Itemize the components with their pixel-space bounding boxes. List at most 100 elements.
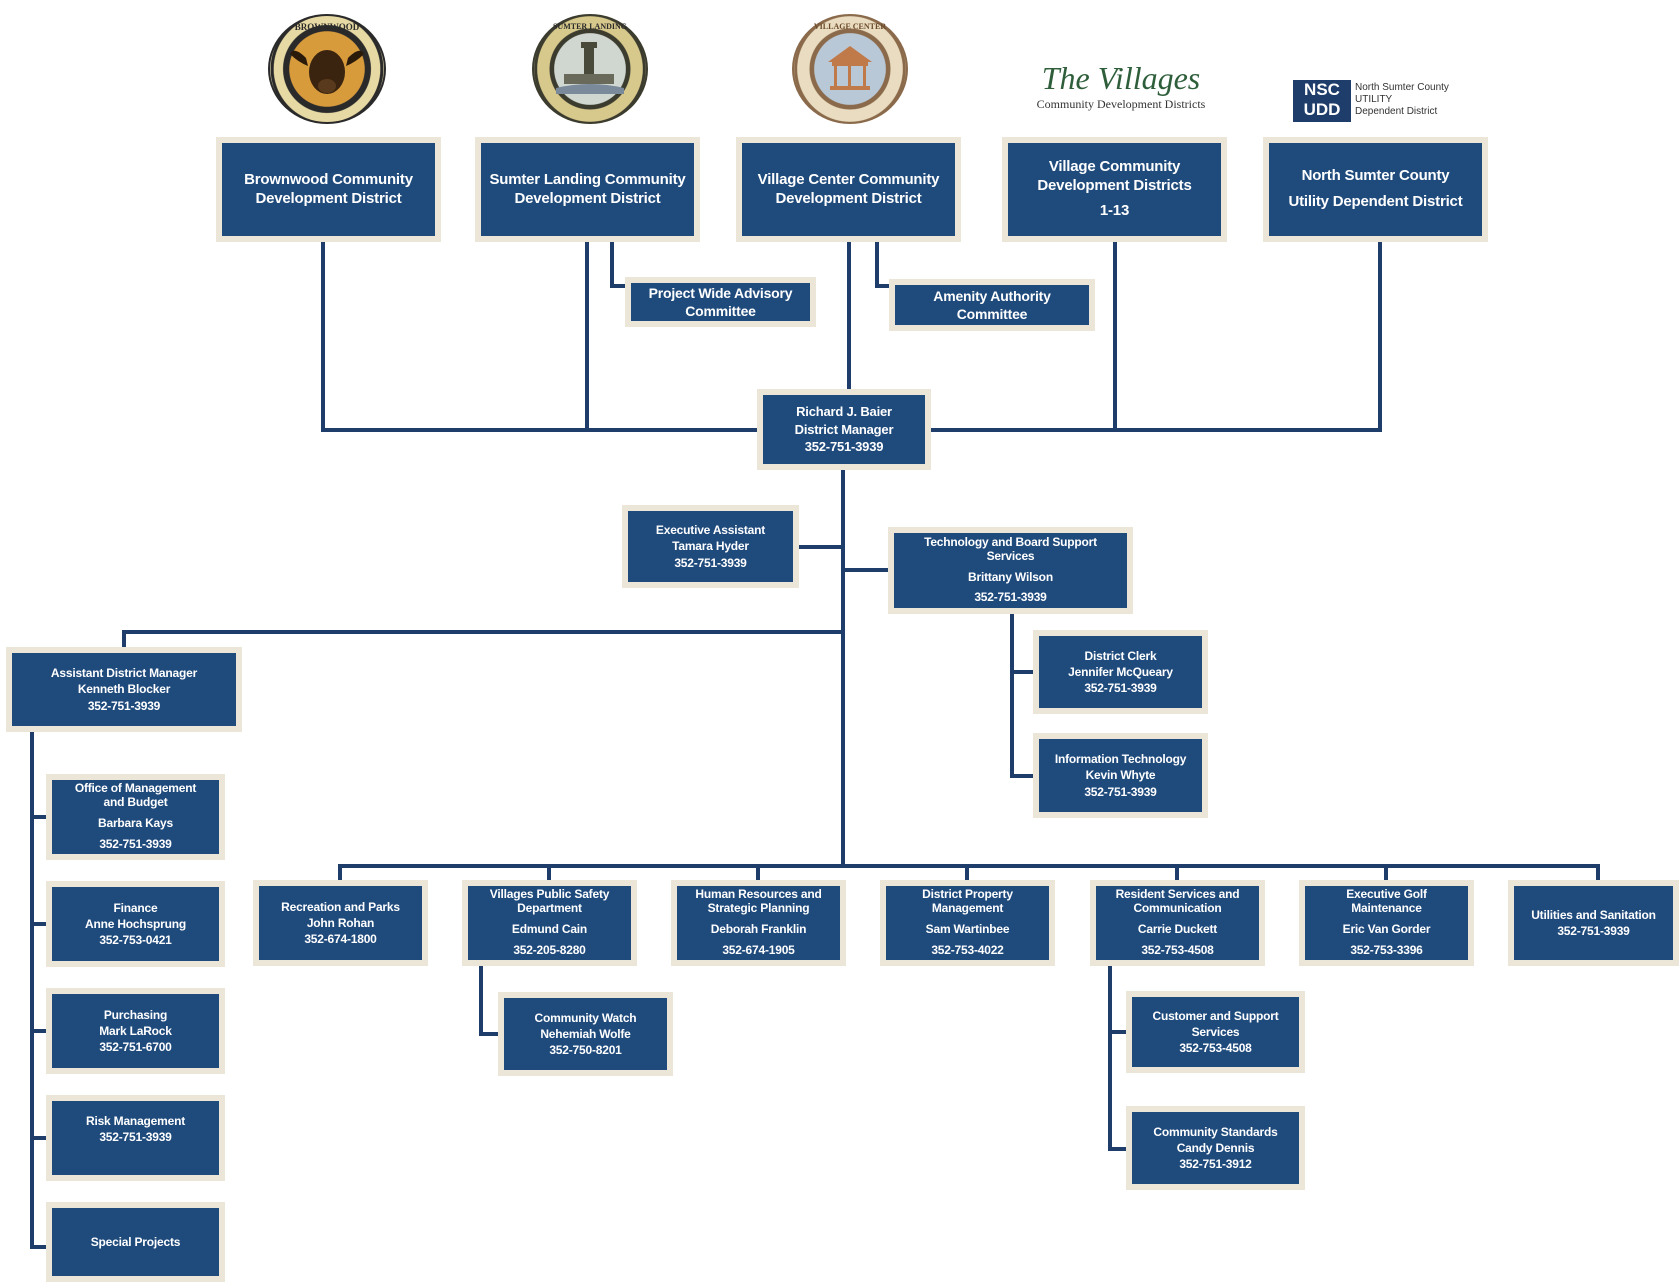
the-villages-logo: The Villages Community Development Distr… bbox=[1010, 62, 1232, 112]
district-label: 1-13 bbox=[1099, 202, 1130, 220]
position-title: Maintenance bbox=[1351, 901, 1422, 916]
utilities-and-sanitation-box[interactable]: Utilities and Sanitation 352-751-3939 bbox=[1508, 880, 1679, 966]
special-projects-box[interactable]: Special Projects bbox=[46, 1202, 225, 1282]
district-clerk-box[interactable]: District Clerk Jennifer McQueary 352-751… bbox=[1033, 630, 1208, 714]
phone-number: 352-750-8201 bbox=[549, 1043, 622, 1058]
district-label: Village Community bbox=[1048, 157, 1181, 175]
phone-number: 352-751-3939 bbox=[1084, 784, 1157, 799]
phone-number: 352-751-3939 bbox=[99, 1130, 172, 1145]
position-title: Community Watch bbox=[534, 1010, 637, 1025]
manager-phone: 352-751-3939 bbox=[804, 439, 884, 455]
district-label: Utility Dependent District bbox=[1288, 193, 1463, 210]
nscudd-logo-icon: NSC UDD bbox=[1293, 80, 1351, 122]
recreation-and-parks-box[interactable]: Recreation and Parks John Rohan 352-674-… bbox=[253, 880, 428, 966]
community-watch-box[interactable]: Community Watch Nehemiah Wolfe 352-750-8… bbox=[498, 992, 673, 1076]
position-title: Recreation and Parks bbox=[281, 899, 400, 914]
project-wide-advisory-committee-box[interactable]: Project Wide Advisory Committee bbox=[625, 277, 816, 327]
nscudd-name-3: Dependent District bbox=[1355, 106, 1438, 117]
phone-number: 352-751-3939 bbox=[974, 590, 1047, 605]
finance-box[interactable]: Finance Anne Hochsprung 352-753-0421 bbox=[46, 881, 225, 967]
manager-title: District Manager bbox=[794, 421, 894, 437]
position-title: Special Projects bbox=[90, 1234, 181, 1249]
district-label: Brownwood Community bbox=[244, 170, 413, 188]
district-label: North Sumter County bbox=[1301, 167, 1450, 185]
person-name: Candy Dennis bbox=[1176, 1140, 1255, 1155]
district-manager-box[interactable]: Richard J. Baier District Manager 352-75… bbox=[757, 389, 931, 470]
position-title: Management bbox=[931, 901, 1004, 916]
position-title: Resident Services and bbox=[1115, 887, 1240, 902]
person-name: Carrie Duckett bbox=[1137, 922, 1218, 936]
position-title: Assistant District Manager bbox=[50, 666, 198, 681]
brownwood-seal-icon: BROWNWOOD bbox=[268, 14, 386, 124]
gazebo-icon bbox=[828, 46, 872, 90]
position-title: Department bbox=[517, 901, 582, 916]
phone-number: 352-674-1800 bbox=[304, 932, 377, 947]
district-box-village-community[interactable]: Village Community Development Districts … bbox=[1002, 137, 1227, 242]
the-villages-sub: Community Development Districts bbox=[1036, 97, 1206, 111]
office-of-management-and-budget-box[interactable]: Office of Management and Budget Barbara … bbox=[46, 774, 225, 860]
position-title: Technology and Board Support bbox=[924, 534, 1097, 549]
district-box-brownwood[interactable]: Brownwood Community Development District bbox=[216, 137, 441, 242]
person-name: Edmund Cain bbox=[511, 922, 588, 936]
district-box-sumter-landing[interactable]: Sumter Landing Community Development Dis… bbox=[475, 137, 700, 242]
position-title: Services bbox=[986, 548, 1035, 563]
position-title: Community Standards bbox=[1153, 1124, 1278, 1139]
sumter-landing-seal-icon: SUMTER LANDING bbox=[532, 14, 648, 124]
person-name: Deborah Franklin bbox=[710, 922, 807, 936]
nscudd-abbr-bottom: UDD bbox=[1303, 100, 1341, 119]
position-title: Risk Management bbox=[85, 1114, 186, 1128]
district-label: Development District bbox=[775, 189, 922, 207]
executive-golf-maintenance-box[interactable]: Executive Golf Maintenance Eric Van Gord… bbox=[1299, 880, 1474, 966]
district-label: Development District bbox=[255, 189, 402, 207]
phone-number: 352-753-4022 bbox=[931, 942, 1004, 957]
nscudd-abbr-top: NSC bbox=[1304, 80, 1340, 99]
the-villages-name: The Villages bbox=[1041, 60, 1201, 96]
phone-number: 352-753-3396 bbox=[1350, 942, 1423, 957]
district-box-village-center[interactable]: Village Center Community Development Dis… bbox=[736, 137, 961, 242]
amenity-authority-committee-box[interactable]: Amenity Authority Committee bbox=[889, 279, 1095, 331]
committee-label: Committee bbox=[685, 303, 756, 319]
person-name: Brittany Wilson bbox=[968, 569, 1053, 584]
information-technology-box[interactable]: Information Technology Kevin Whyte 352-7… bbox=[1033, 733, 1208, 818]
person-name: Tamara Hyder bbox=[672, 539, 749, 554]
phone-number: 352-751-3939 bbox=[674, 555, 747, 570]
person-name: Mark LaRock bbox=[99, 1023, 172, 1038]
person-name: Jennifer McQueary bbox=[1068, 664, 1173, 679]
customer-and-support-services-box[interactable]: Customer and Support Services 352-753-45… bbox=[1126, 991, 1305, 1073]
committee-label: Amenity Authority bbox=[933, 287, 1051, 304]
position-title: Villages Public Safety bbox=[489, 887, 610, 902]
committee-label: Project Wide Advisory bbox=[648, 284, 793, 301]
village-center-seal-text: VILLAGE CENTER bbox=[813, 22, 887, 31]
executive-assistant-box[interactable]: Executive Assistant Tamara Hyder 352-751… bbox=[622, 505, 799, 588]
resident-services-box[interactable]: Resident Services and Communication Carr… bbox=[1090, 880, 1265, 966]
position-title: Utilities and Sanitation bbox=[1531, 907, 1656, 922]
person-name: Eric Van Gorder bbox=[1342, 922, 1431, 936]
position-title: Communication bbox=[1133, 901, 1222, 916]
position-title: Human Resources and bbox=[695, 887, 822, 902]
person-name: Barbara Kays bbox=[98, 816, 173, 830]
villages-public-safety-box[interactable]: Villages Public Safety Department Edmund… bbox=[462, 880, 637, 966]
risk-management-box[interactable]: Risk Management 352-751-3939 bbox=[46, 1095, 225, 1181]
village-center-seal-icon: VILLAGE CENTER bbox=[792, 14, 908, 124]
district-box-nscudd[interactable]: North Sumter County Utility Dependent Di… bbox=[1263, 137, 1488, 242]
district-label: Development Districts bbox=[1037, 176, 1192, 194]
position-title: Finance bbox=[113, 900, 158, 915]
position-title: District Property bbox=[922, 887, 1013, 902]
district-label: Sumter Landing Community bbox=[489, 170, 686, 188]
phone-number: 352-753-0421 bbox=[99, 933, 172, 948]
assistant-district-manager-box[interactable]: Assistant District Manager Kenneth Block… bbox=[6, 647, 242, 732]
human-resources-box[interactable]: Human Resources and Strategic Planning D… bbox=[671, 880, 846, 966]
position-title: District Clerk bbox=[1084, 648, 1157, 663]
tech-board-support-box[interactable]: Technology and Board Support Services Br… bbox=[888, 527, 1133, 614]
position-title: Office of Management bbox=[74, 781, 197, 796]
nscudd-name-1: North Sumter County bbox=[1355, 82, 1449, 93]
district-label: Development District bbox=[514, 189, 661, 207]
district-property-management-box[interactable]: District Property Management Sam Wartinb… bbox=[880, 880, 1055, 966]
phone-number: 352-751-3939 bbox=[87, 698, 161, 713]
phone-number: 352-753-4508 bbox=[1141, 942, 1214, 957]
position-title: Executive Golf bbox=[1346, 887, 1427, 902]
manager-name: Richard J. Baier bbox=[796, 404, 892, 420]
purchasing-box[interactable]: Purchasing Mark LaRock 352-751-6700 bbox=[46, 988, 225, 1074]
community-standards-box[interactable]: Community Standards Candy Dennis 352-751… bbox=[1126, 1106, 1305, 1190]
